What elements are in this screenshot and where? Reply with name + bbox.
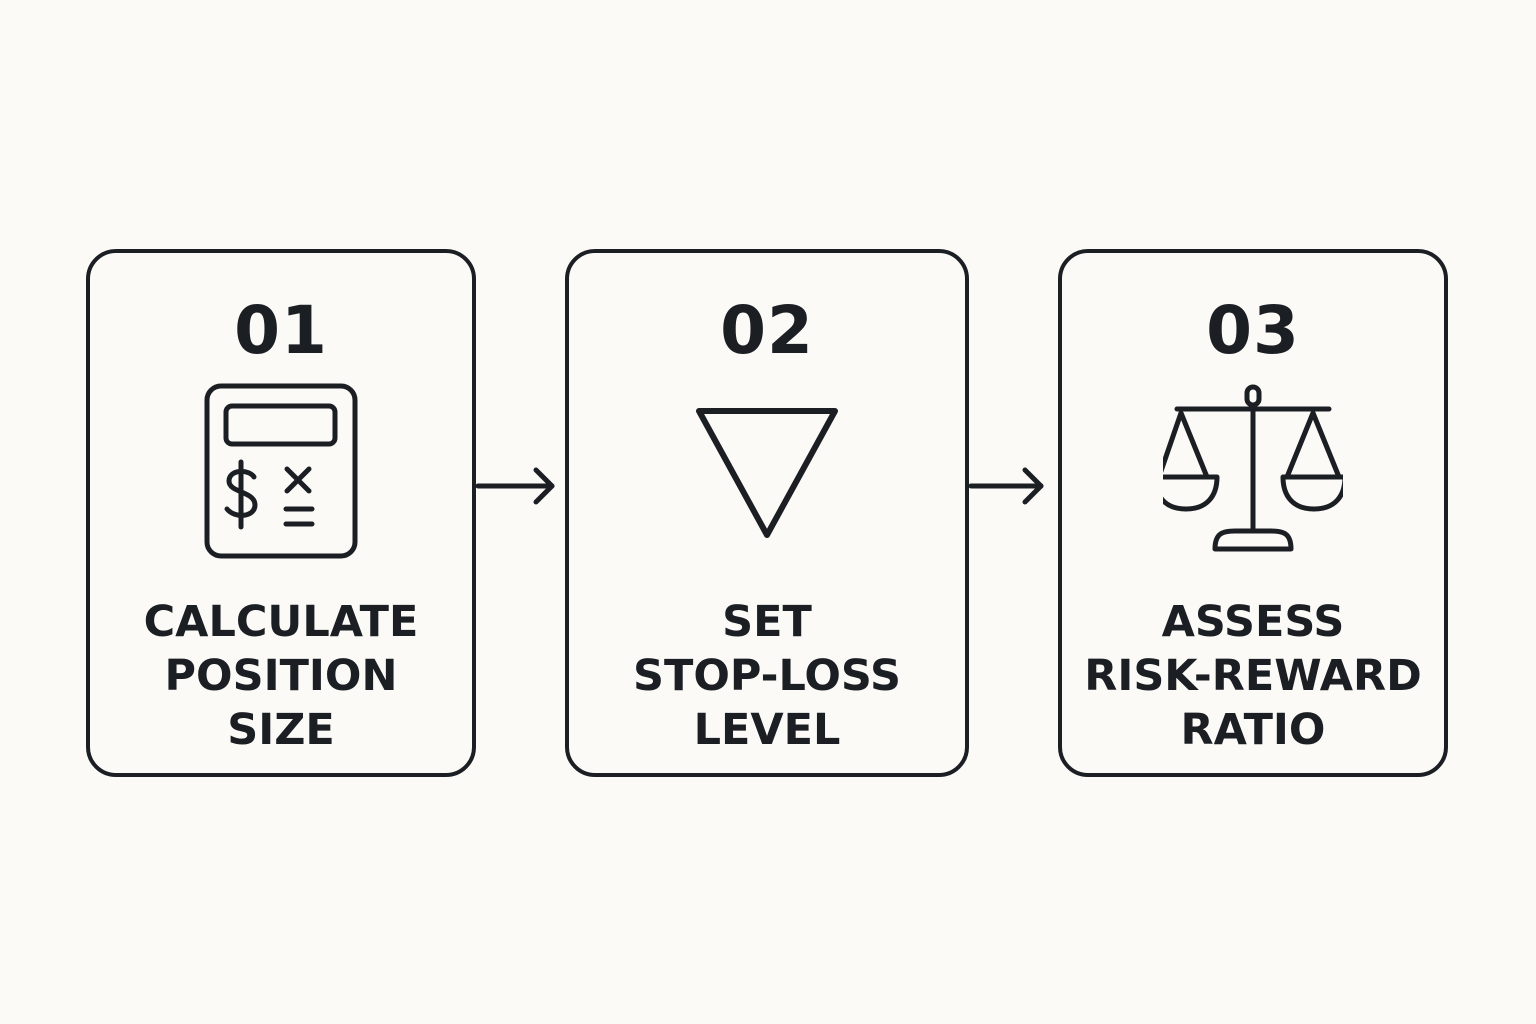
- step-label-line: RISK-REWARD: [1084, 651, 1422, 701]
- step-label-line: SET: [722, 597, 812, 647]
- step-label-line: CALCULATE: [143, 597, 419, 647]
- step-card-assess-risk-reward-ratio: 03 ASSESS RISK-REWARD RATIO: [1058, 249, 1448, 777]
- step-label-line: ASSESS: [1161, 597, 1345, 647]
- step-label: CALCULATE POSITION SIZE: [90, 595, 472, 757]
- step-label-line: RATIO: [1180, 705, 1326, 755]
- step-label-line: POSITION: [164, 651, 398, 701]
- step-card-calculate-position-size: 01 CALCULATE POSITION SIZE: [86, 249, 476, 777]
- step-label: ASSESS RISK-REWARD RATIO: [1062, 595, 1444, 757]
- step-card-set-stop-loss-level: 02 SET STOP-LOSS LEVEL: [565, 249, 969, 777]
- step-label-line: STOP-LOSS: [633, 651, 901, 701]
- down-triangle-icon: [677, 381, 857, 561]
- balance-scale-icon: [1163, 381, 1343, 561]
- step-label-line: LEVEL: [693, 705, 841, 755]
- arrow-right-icon: [476, 466, 560, 506]
- step-label-line: SIZE: [227, 705, 335, 755]
- step-number: 03: [1206, 292, 1300, 369]
- step-label: SET STOP-LOSS LEVEL: [569, 595, 965, 757]
- step-number: 01: [234, 292, 328, 369]
- step-number: 02: [720, 292, 814, 369]
- arrow-right-icon: [969, 466, 1053, 506]
- calculator-icon: [191, 381, 371, 561]
